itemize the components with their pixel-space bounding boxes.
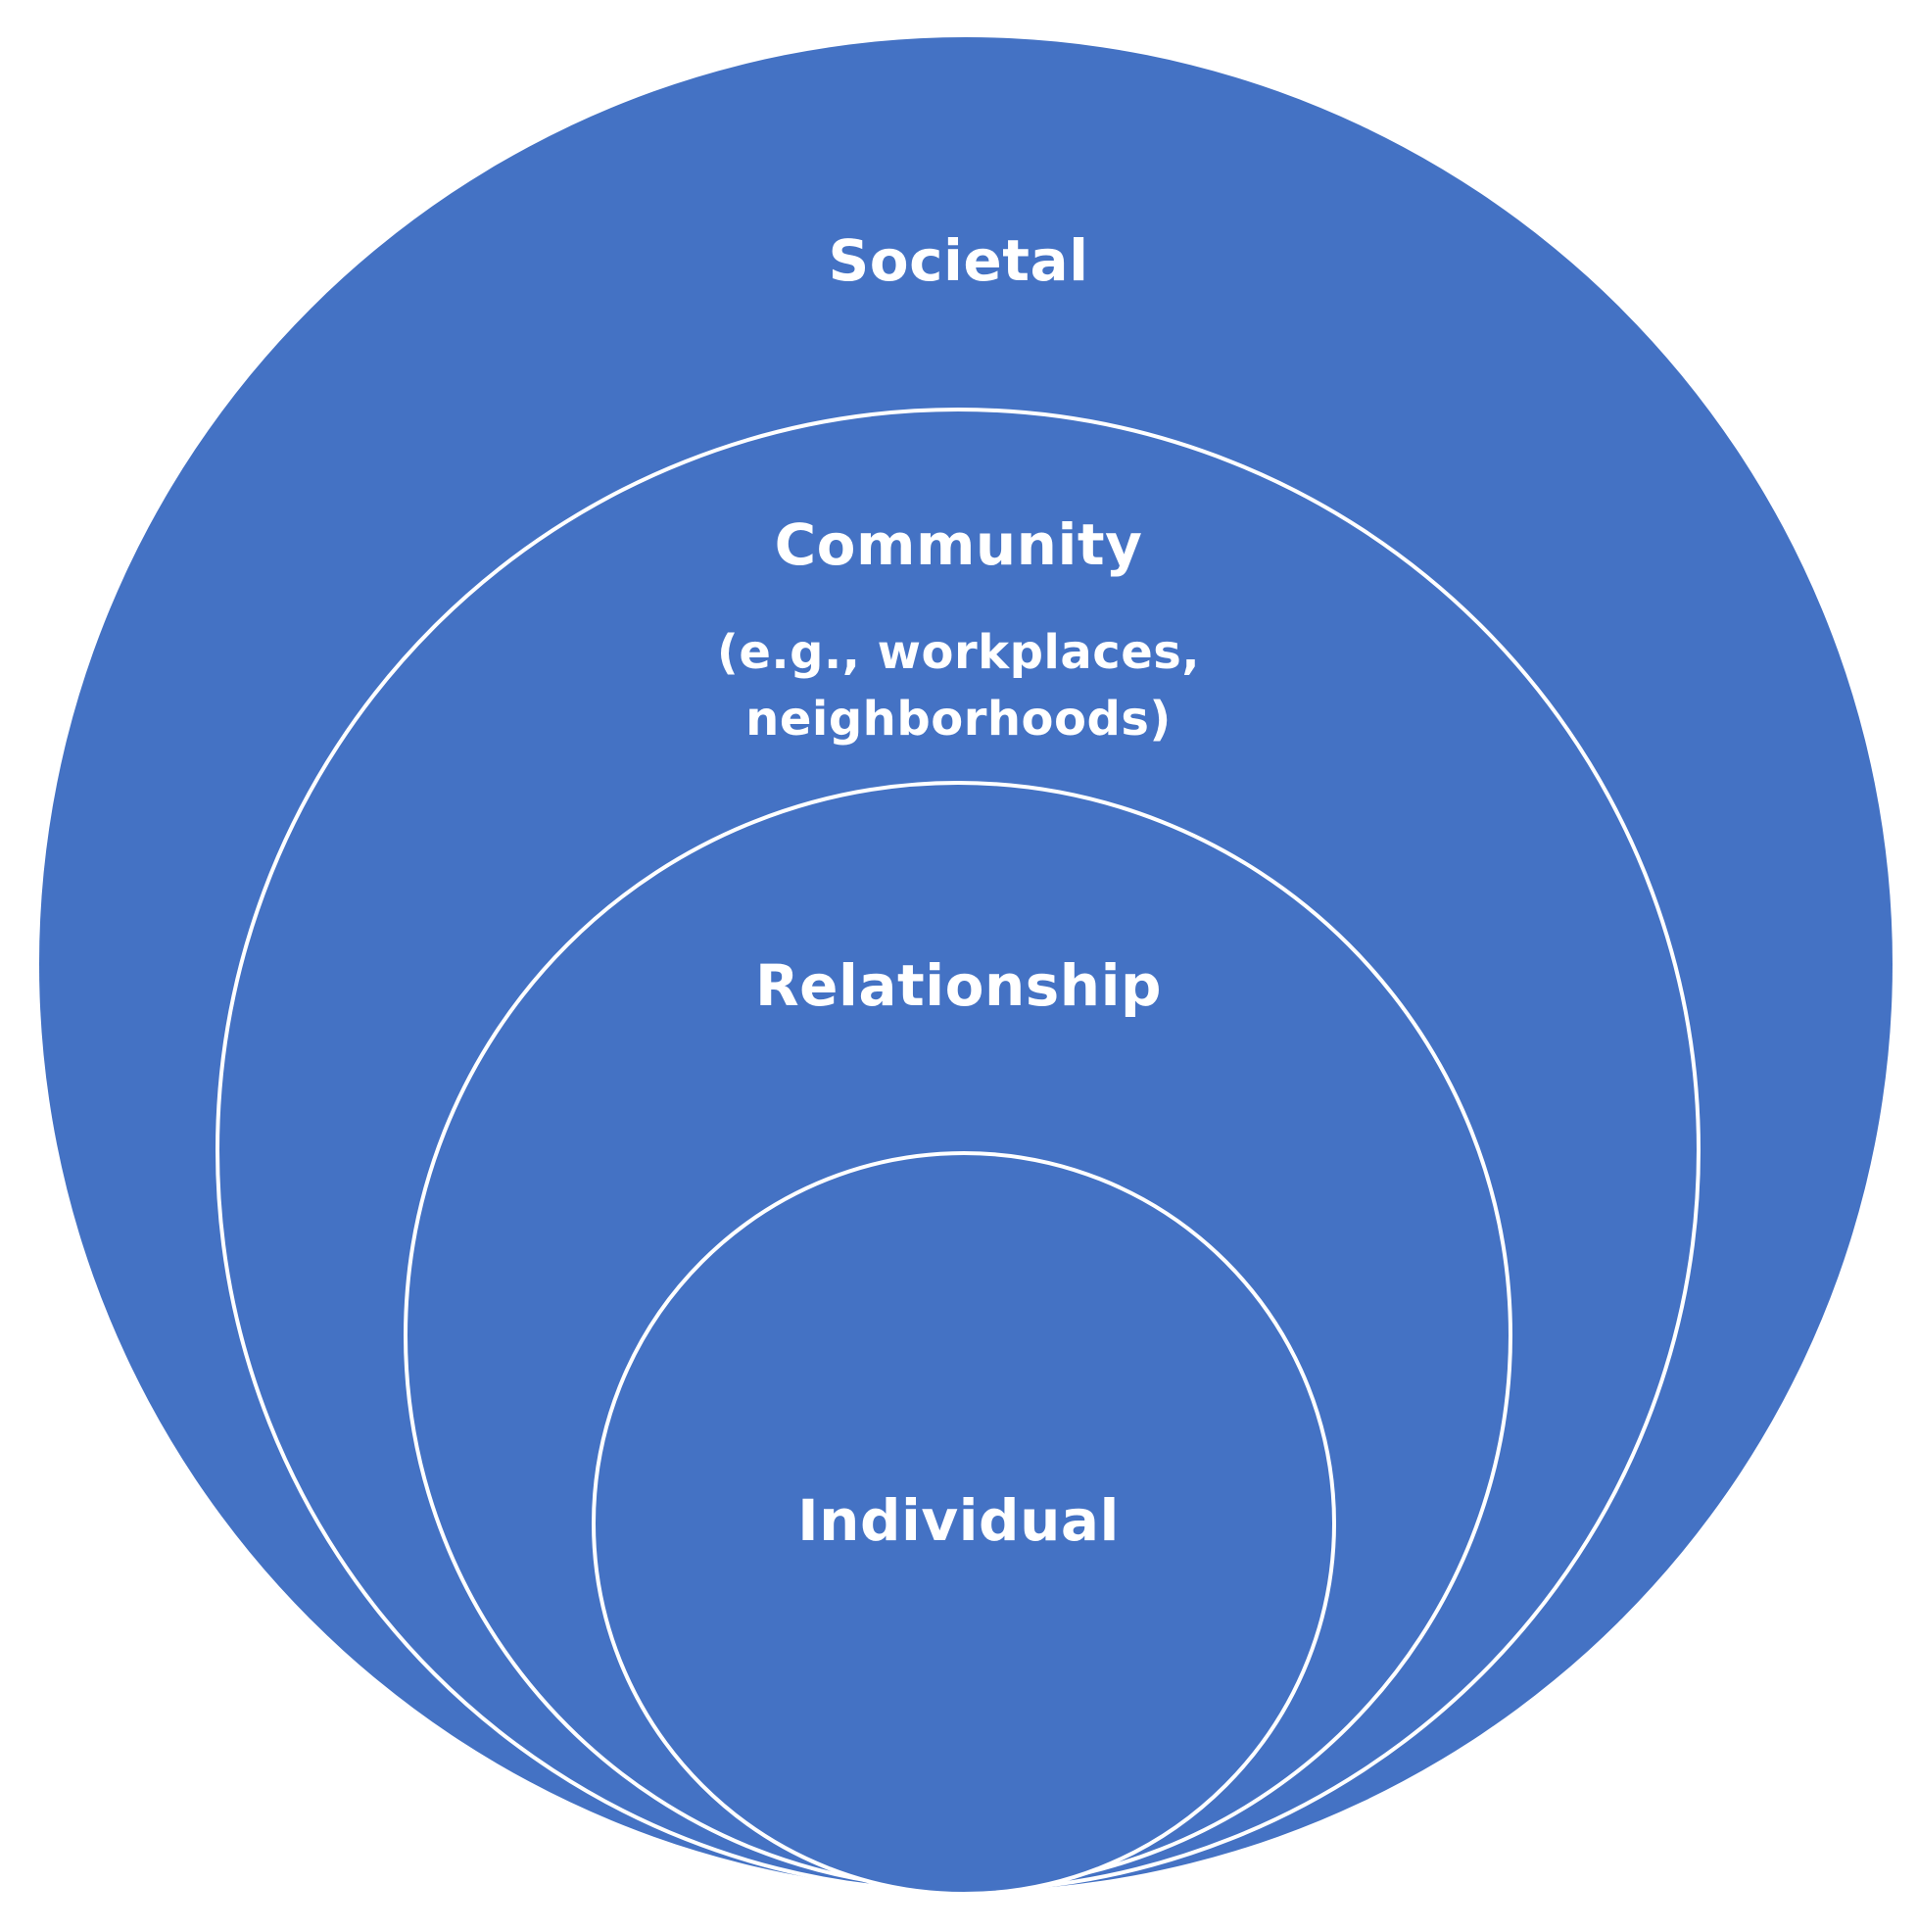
community-label: Community bbox=[774, 511, 1143, 578]
societal-label: Societal bbox=[828, 227, 1089, 294]
individual-label: Individual bbox=[797, 1487, 1120, 1554]
relationship-label: Relationship bbox=[755, 952, 1162, 1019]
community-examples-label: (e.g., workplaces, neighborhoods) bbox=[0, 619, 1917, 752]
community-examples-line-1: (e.g., workplaces, bbox=[716, 625, 1201, 680]
community-examples-line-2: neighborhoods) bbox=[745, 692, 1172, 747]
individual-circle bbox=[592, 1151, 1336, 1896]
